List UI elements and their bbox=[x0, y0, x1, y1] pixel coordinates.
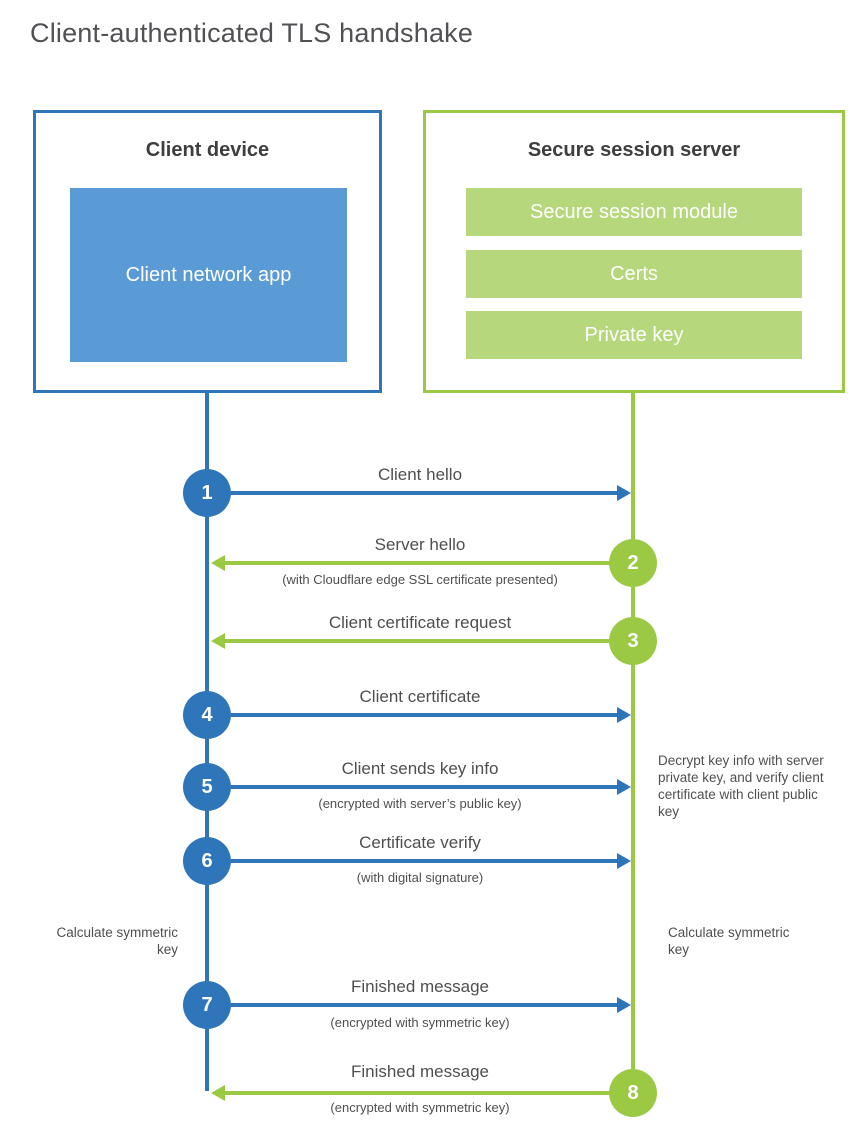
step-1-badge: 1 bbox=[183, 469, 231, 517]
step-1-label: Client hello bbox=[377, 465, 463, 484]
step-3-label: Client certificate request bbox=[328, 613, 512, 632]
step-8-label: Finished message bbox=[351, 1062, 489, 1081]
arrow-line bbox=[231, 785, 617, 789]
arrow-server-to-client-2 bbox=[211, 555, 609, 571]
arrow-head-icon bbox=[211, 555, 225, 571]
arrow-line bbox=[225, 1091, 609, 1095]
step-4-badge: 4 bbox=[183, 691, 231, 739]
step-2-label: Server hello bbox=[374, 535, 466, 554]
arrow-client-to-server-1 bbox=[231, 485, 631, 501]
step-6-badge: 6 bbox=[183, 837, 231, 885]
step-7-label: Finished message bbox=[351, 977, 489, 996]
step-3-badge: 3 bbox=[609, 617, 657, 665]
arrow-head-icon bbox=[617, 997, 631, 1013]
arrow-head-icon bbox=[617, 779, 631, 795]
server-lifeline bbox=[631, 393, 635, 1093]
client-network-app-label: Client network app bbox=[125, 264, 292, 286]
page-title: Client-authenticated TLS handshake bbox=[30, 18, 474, 48]
step-6-label: Certificate verify bbox=[359, 833, 481, 852]
arrow-server-to-client-8 bbox=[211, 1085, 609, 1101]
arrow-line bbox=[231, 859, 617, 863]
arrow-server-to-client-3 bbox=[211, 633, 609, 649]
server-module-private-key: Private key bbox=[466, 311, 802, 359]
arrow-head-icon bbox=[617, 707, 631, 723]
step-6-sublabel: (with digital signature) bbox=[356, 870, 484, 885]
client-network-app-box: Client network app bbox=[70, 188, 347, 362]
client-device-box: Client device Client network app bbox=[33, 110, 382, 393]
step-2-sublabel: (with Cloudflare edge SSL certificate pr… bbox=[282, 572, 558, 587]
step-2-badge: 2 bbox=[609, 539, 657, 587]
arrow-head-icon bbox=[211, 633, 225, 649]
step-5-badge: 5 bbox=[183, 763, 231, 811]
step-7-sublabel: (encrypted with symmetric key) bbox=[330, 1015, 510, 1030]
calculate-symmetric-key-note-server: Calculate symmetric key bbox=[668, 925, 790, 957]
arrow-client-to-server-5 bbox=[231, 779, 631, 795]
calculate-symmetric-key-note-client: Calculate symmetric key bbox=[56, 925, 178, 957]
arrow-head-icon bbox=[617, 853, 631, 869]
step-5-label: Client sends key info bbox=[341, 759, 499, 778]
arrow-head-icon bbox=[617, 485, 631, 501]
secure-session-server-box: Secure session server Secure session mod… bbox=[423, 110, 845, 393]
server-module-secure-session: Secure session module bbox=[466, 188, 802, 236]
secure-session-server-title: Secure session server bbox=[527, 139, 741, 161]
step-7-badge: 7 bbox=[183, 981, 231, 1029]
arrow-client-to-server-6 bbox=[231, 853, 631, 869]
server-module-certs: Certs bbox=[466, 250, 802, 298]
arrow-client-to-server-7 bbox=[231, 997, 631, 1013]
arrow-head-icon bbox=[211, 1085, 225, 1101]
arrow-line bbox=[225, 639, 609, 643]
client-lifeline bbox=[205, 393, 209, 1091]
arrow-line bbox=[231, 491, 617, 495]
decrypt-key-note: Decrypt key info with server private key… bbox=[658, 753, 824, 819]
step-8-sublabel: (encrypted with symmetric key) bbox=[330, 1100, 510, 1115]
arrow-client-to-server-4 bbox=[231, 707, 631, 723]
client-device-title: Client device bbox=[145, 139, 270, 161]
step-4-label: Client certificate bbox=[359, 687, 481, 706]
arrow-line bbox=[225, 561, 609, 565]
step-8-badge: 8 bbox=[609, 1069, 657, 1117]
step-5-sublabel: (encrypted with server’s public key) bbox=[318, 796, 522, 811]
arrow-line bbox=[231, 1003, 617, 1007]
arrow-line bbox=[231, 713, 617, 717]
